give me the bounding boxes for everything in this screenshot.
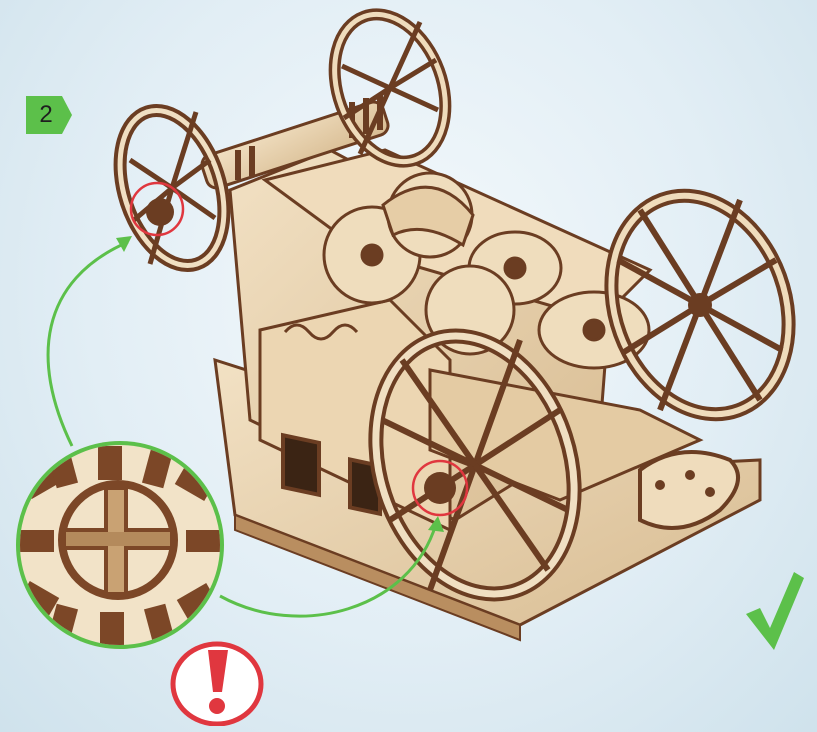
check-mark-icon xyxy=(744,572,804,650)
step-badge: 2 xyxy=(26,96,72,134)
wheel-right xyxy=(582,171,817,440)
step-number: 2 xyxy=(26,96,66,134)
arrow-head-rear xyxy=(116,236,132,252)
arrow-to-rear-wheel xyxy=(48,242,128,446)
exclamation-warning-icon xyxy=(168,640,266,726)
zoom-detail xyxy=(16,441,224,649)
check-mark xyxy=(744,572,804,650)
warning-sign xyxy=(168,640,266,726)
